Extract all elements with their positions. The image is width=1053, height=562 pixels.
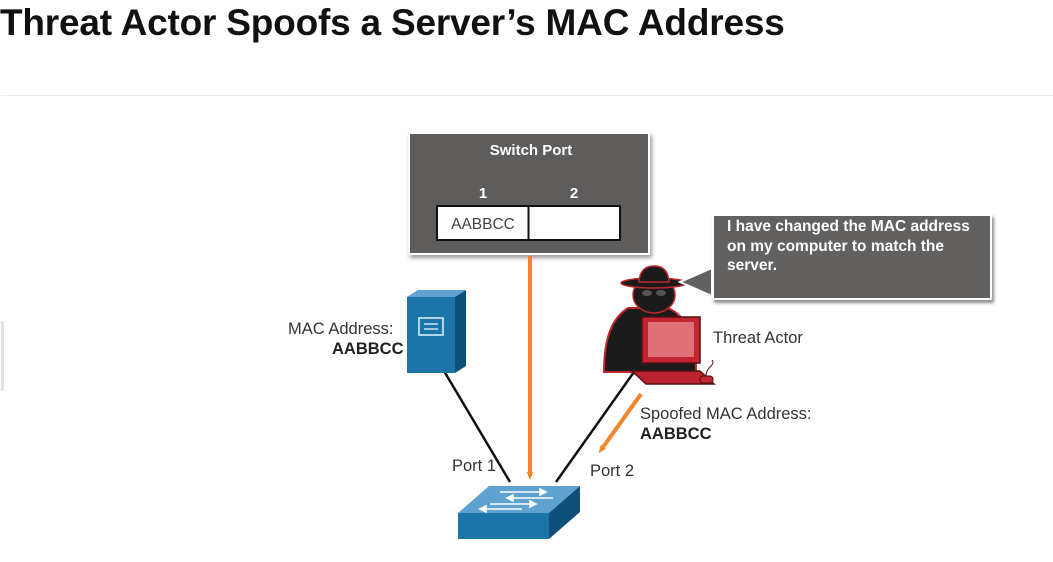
panel-edge-tab (1, 321, 4, 391)
arrow-spoofed-frame (598, 392, 643, 454)
server-mac-label: MAC Address: (288, 320, 394, 338)
port-1-label: Port 1 (452, 457, 497, 475)
switch-icon (458, 486, 580, 539)
cable-port-1 (442, 370, 512, 483)
port-column-1: 1 (479, 185, 487, 202)
laptop-icon (630, 316, 716, 385)
port-2-label: Port 2 (590, 462, 635, 480)
speech-bubble-pointer (677, 266, 713, 298)
port-column-2: 2 (570, 185, 578, 202)
switch-port-heading: Switch Port (490, 142, 573, 159)
server-icon (407, 290, 466, 373)
port-1-mac-cell: AABBCC (451, 216, 515, 233)
speech-text: I have changed the MAC address on my com… (727, 218, 970, 274)
speech-bubble: I have changed the MAC address on my com… (712, 214, 992, 300)
spoofed-mac-value: AABBCC (640, 425, 712, 443)
threat-actor-label: Threat Actor (713, 329, 803, 347)
server-mac-value: AABBCC (332, 340, 404, 358)
spoofed-mac-label: Spoofed MAC Address: (640, 405, 812, 423)
page-title: Threat Actor Spoofs a Server’s MAC Addre… (0, 2, 785, 43)
switch-port-table: Switch Port 1 2 AABBCC (408, 132, 650, 255)
cable-port-2 (554, 371, 636, 483)
